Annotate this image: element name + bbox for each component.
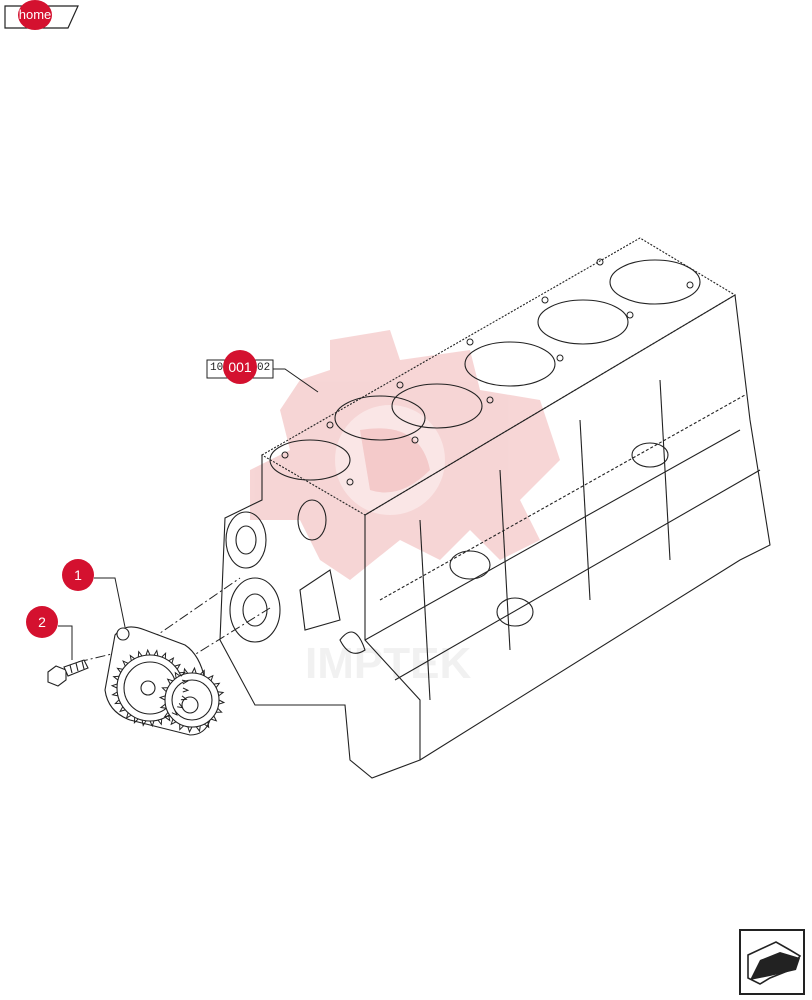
deck-bolt-holes [281,258,694,486]
callout-leaders [58,577,126,660]
arrow-next-page-icon[interactable] [738,928,806,996]
bolt [47,659,89,687]
oil-pump [104,626,220,736]
gear-teeth [110,648,226,734]
small-gear [164,672,220,728]
home-button[interactable]: home [18,0,52,30]
callout-1-badge[interactable]: 1 [62,559,94,591]
nav-arrow-frame [739,929,805,995]
reference-label-prefix: 10 [210,362,224,374]
callout-2-badge[interactable]: 2 [26,606,58,638]
engine-block [219,237,771,779]
reference-label-suffix: 02 [257,362,271,374]
reference-link-badge[interactable]: 001 [223,350,257,384]
watermark-logo: IMPTEK [250,330,560,688]
svg-text:IMPTEK: IMPTEK [305,639,471,688]
